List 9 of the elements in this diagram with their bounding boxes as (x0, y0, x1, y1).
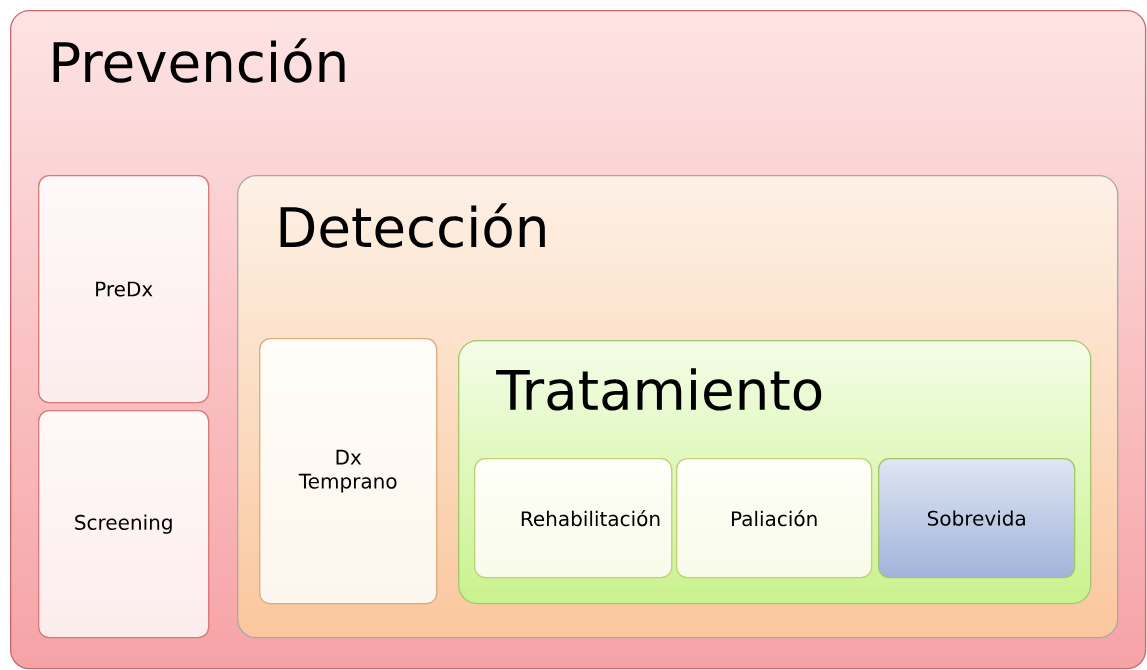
section-heading: Prevención (53, 38, 345, 83)
label-box: PreDx (38, 175, 210, 404)
section-heading: Tratamiento (496, 368, 822, 411)
label-box: Paliación (676, 458, 873, 579)
label-box: Rehabilitación (474, 458, 673, 579)
label-box: Dx Temprano (259, 338, 438, 605)
label-box: Sobrevida (878, 458, 1076, 579)
label-box: Screening (38, 410, 210, 639)
section-heading: Detección (280, 203, 545, 248)
